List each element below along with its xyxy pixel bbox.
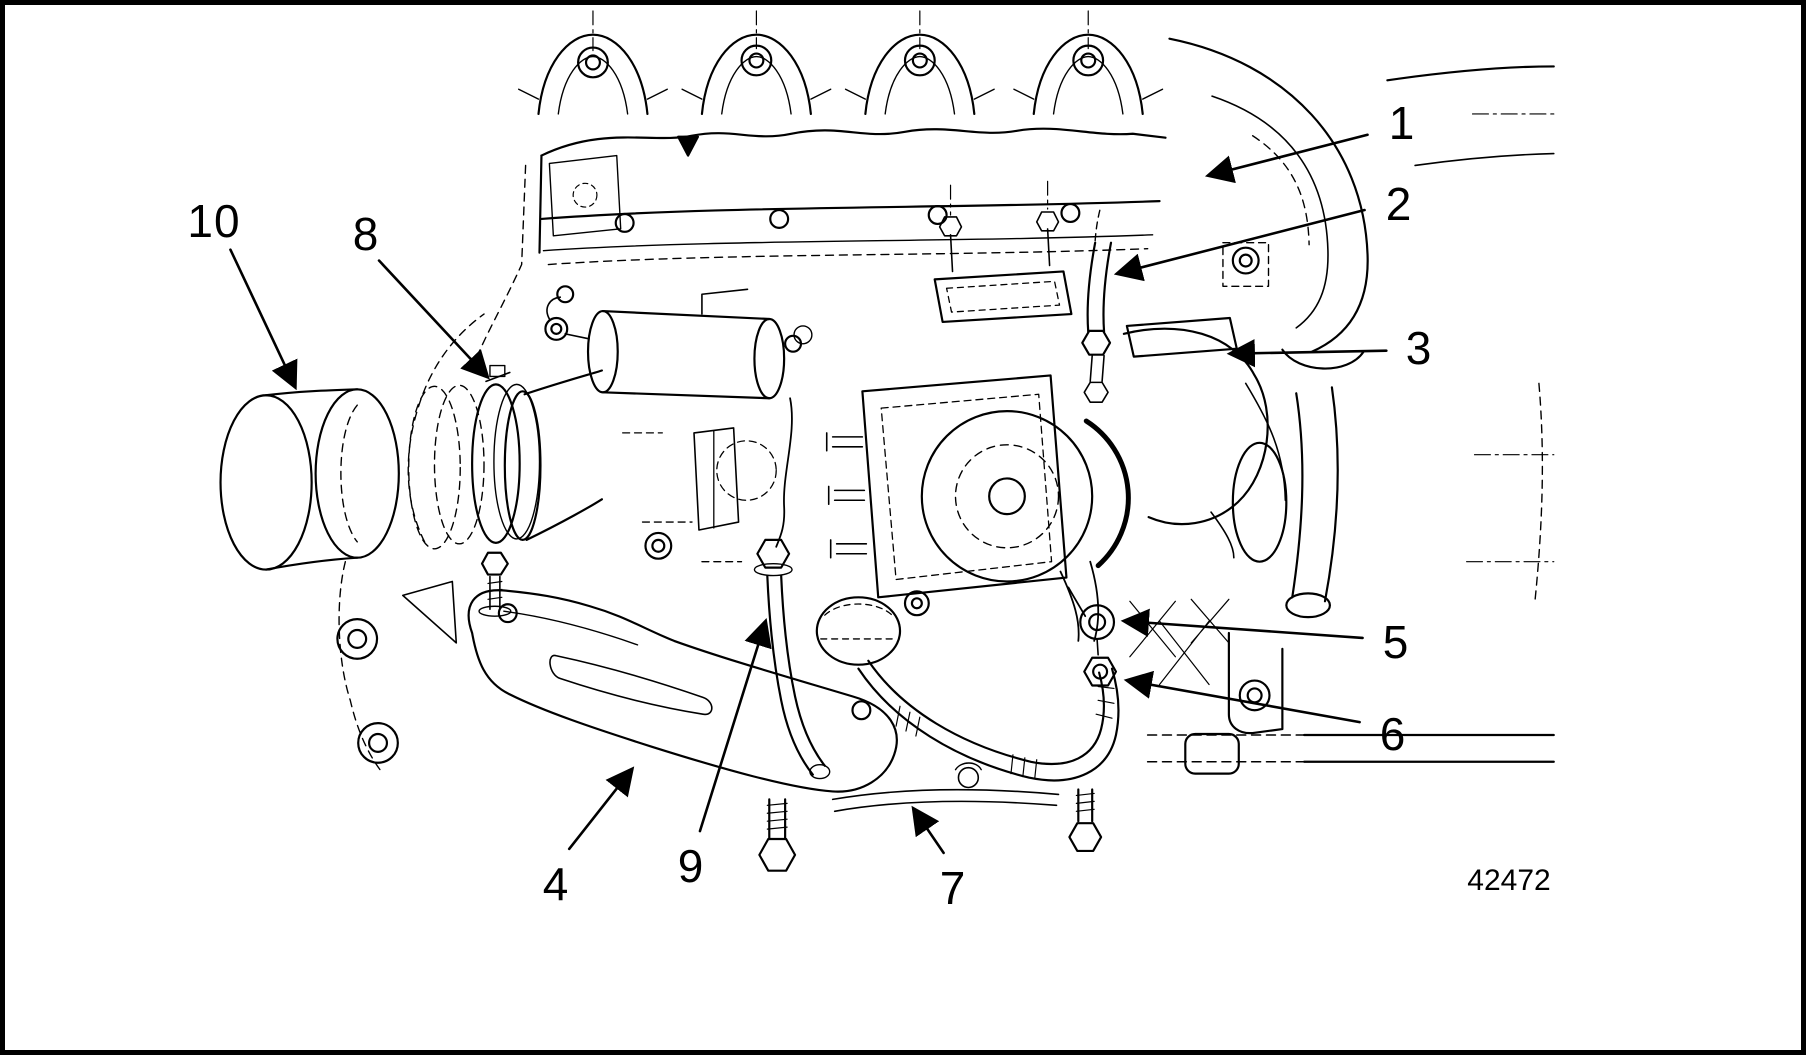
leader-arrow-1 — [1204, 133, 1369, 184]
air-intake-pipe — [219, 388, 400, 571]
leader-arrow-10 — [229, 248, 298, 391]
callout-label-2: 2 — [1385, 178, 1413, 230]
oil-line-fittings — [1067, 586, 1230, 687]
callout-label-6: 6 — [1379, 708, 1407, 760]
callout-label-8: 8 — [352, 208, 380, 260]
oil-supply-pipe — [1081, 208, 1113, 403]
heat-shield — [467, 551, 898, 793]
leader-arrow-9 — [698, 618, 772, 833]
turbocharger — [825, 374, 1131, 642]
figure-number: 42472 — [1467, 864, 1551, 897]
leader-arrow-3 — [1226, 339, 1388, 368]
callout-label-4: 4 — [542, 858, 570, 910]
actuator-canister — [544, 285, 813, 548]
leader-arrow-8 — [377, 259, 490, 380]
turbo-air-inlet-and-clamp — [408, 364, 603, 550]
callout-label-7: 7 — [939, 862, 967, 914]
exhaust-manifold — [517, 10, 1167, 266]
oil-supply-hose — [815, 590, 1120, 813]
turbo-mounting-gasket — [933, 180, 1073, 324]
callout-label-9: 9 — [677, 840, 705, 892]
frame-rail — [1146, 382, 1555, 775]
exhaust-outlet-pipe — [1168, 37, 1555, 370]
mounting-bolts — [758, 788, 1103, 872]
engine-turbocharger-diagram — [219, 10, 1555, 872]
callout-leader-arrows — [229, 133, 1388, 855]
leader-arrow-6 — [1123, 670, 1361, 724]
callout-label-5: 5 — [1382, 616, 1410, 668]
callout-label-10: 10 — [187, 195, 241, 247]
leader-arrow-5 — [1120, 608, 1364, 640]
oil-drain-tube — [753, 538, 831, 780]
leader-arrow-4 — [567, 766, 635, 851]
leader-arrow-2 — [1113, 208, 1366, 282]
compressor-cover — [1122, 316, 1339, 619]
leader-arrow-7 — [911, 805, 945, 855]
callout-label-3: 3 — [1405, 322, 1433, 374]
callout-label-1: 1 — [1388, 97, 1416, 149]
engine-block-center — [622, 427, 777, 563]
